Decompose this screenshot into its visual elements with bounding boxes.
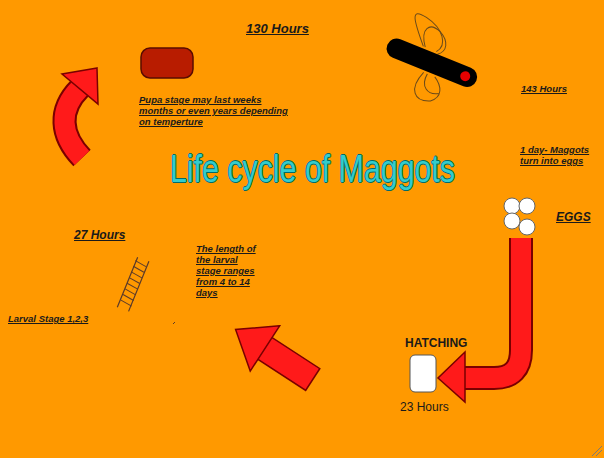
egg: [504, 213, 520, 229]
fly-drawing: [373, 7, 492, 116]
larva-segment: [129, 278, 141, 284]
fly-eye: [459, 70, 472, 83]
arrow-head: [62, 68, 98, 104]
time-label: 143 Hours: [521, 84, 567, 95]
larva-drawing: [117, 257, 149, 313]
grip-line: [596, 450, 602, 456]
larva-segment: [135, 261, 147, 267]
larva-outline: [117, 257, 149, 313]
egg: [519, 198, 535, 214]
diagram-title: Life cycle of Maggots: [170, 148, 455, 192]
eggs-drawing: [504, 198, 535, 235]
stage-label: EGGS: [556, 211, 591, 225]
grip-line: [592, 446, 602, 456]
arrow-head: [221, 307, 280, 371]
stage-label: Larval Stage 1,2,3: [8, 314, 88, 325]
note-text: 1 day- Maggots turn into eggs: [520, 145, 600, 167]
larva-segment: [131, 272, 143, 278]
larva-segment: [120, 300, 132, 306]
fly-body: [384, 35, 481, 90]
arrow-head: [438, 352, 465, 402]
pupa-shape: [141, 48, 193, 78]
larva-segment: [133, 266, 145, 272]
curved-arrow-body: [64, 88, 82, 158]
larva-segment: [122, 294, 134, 300]
straight-arrow: [221, 307, 328, 402]
larva-segment: [126, 283, 138, 289]
egg: [519, 219, 535, 235]
time-label: 27 Hours: [74, 229, 125, 243]
fly-wing: [421, 74, 444, 96]
larva-segment: [124, 289, 136, 295]
time-label: 23 Hours: [400, 401, 449, 415]
pipe-arrow-body: [462, 238, 521, 378]
larva-mark: [173, 322, 175, 324]
egg: [504, 198, 520, 214]
hatching-shape: [410, 355, 436, 392]
pipe-arrow-outline: [462, 238, 521, 378]
resize-grip: [592, 446, 602, 456]
note-text: Pupa stage may last weeks months or even…: [139, 95, 297, 128]
curved-arrow-outline: [64, 88, 82, 158]
note-text: The length of the larval stage ranges fr…: [196, 244, 262, 299]
stage-label: HATCHING: [405, 337, 467, 351]
time-label: 130 Hours: [246, 22, 309, 37]
